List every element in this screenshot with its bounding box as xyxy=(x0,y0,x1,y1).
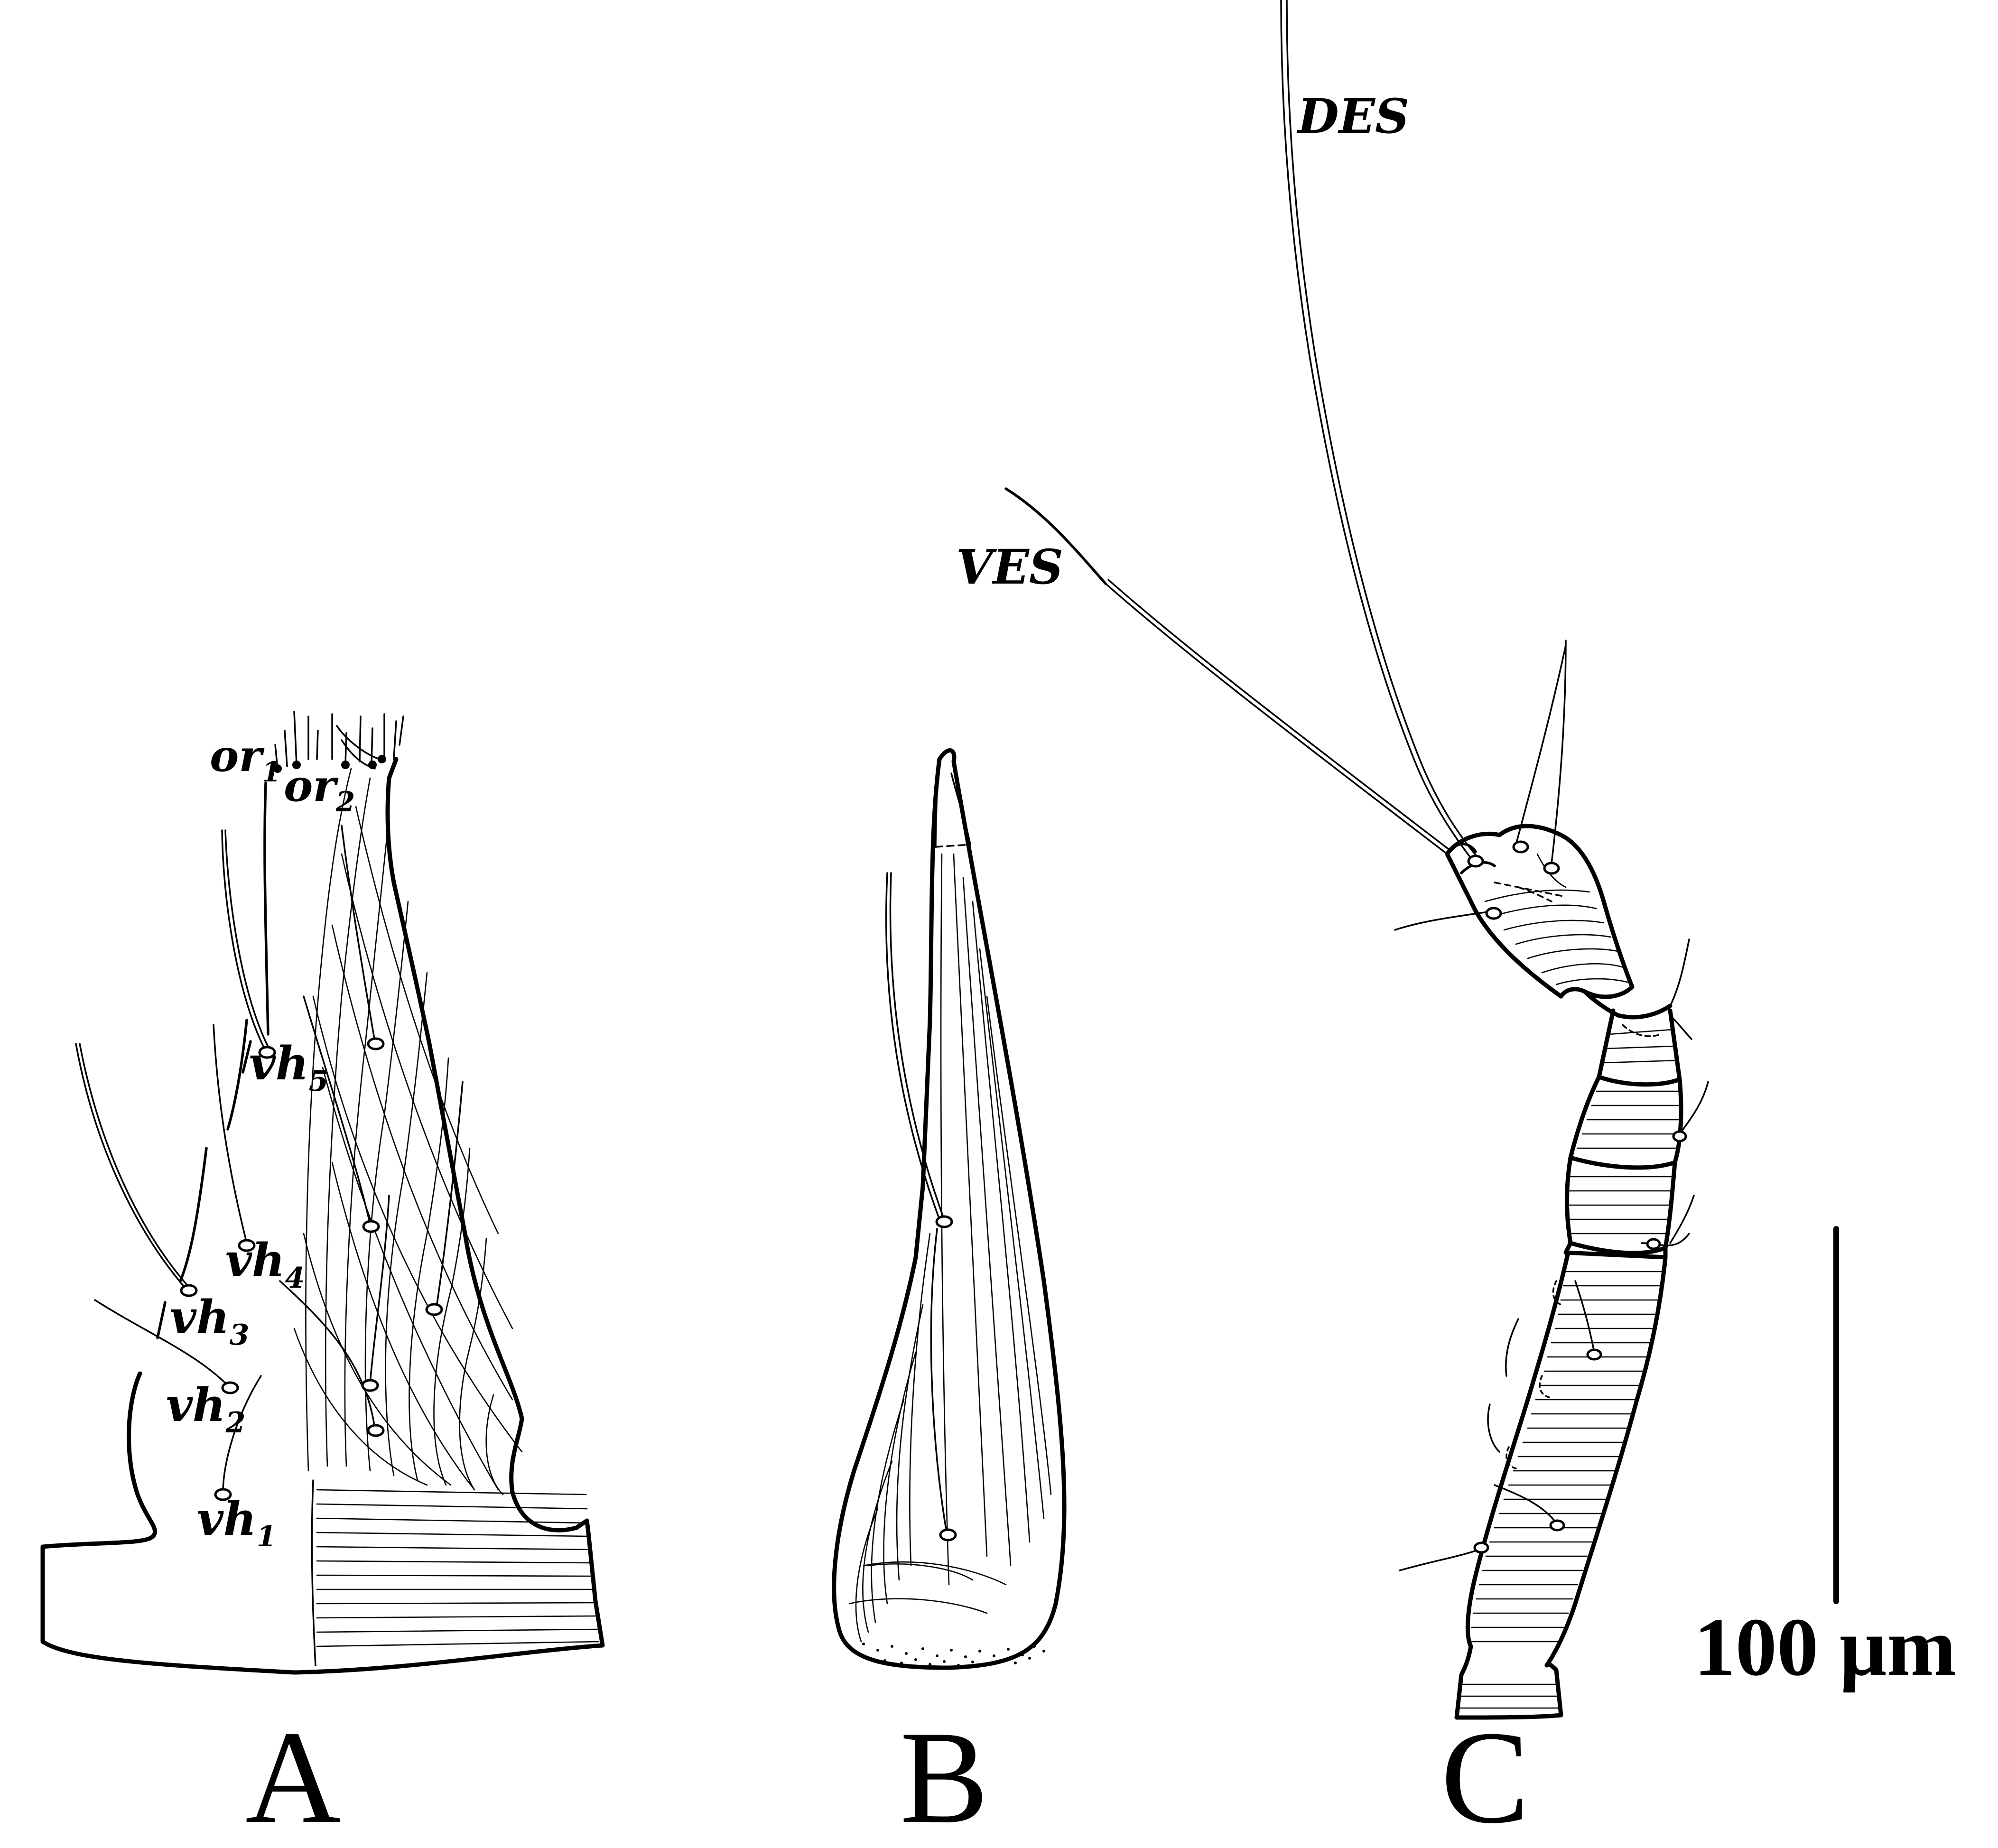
label-vh1: vh1 xyxy=(197,1492,276,1553)
label-vh2: vh2 xyxy=(166,1378,245,1439)
label-or2: or2 xyxy=(284,760,355,818)
panel-a-labels: or1 or2 vh5 vh4 vh3 vh2 vh1 xyxy=(166,730,355,1553)
panel-b-drawing xyxy=(832,748,1067,1670)
label-vh5: vh5 xyxy=(249,1037,328,1098)
label-vh4: vh4 xyxy=(225,1234,305,1295)
label-vh3: vh3 xyxy=(170,1291,249,1352)
label-ves: VES xyxy=(956,539,1063,595)
panel-letter-b: B xyxy=(900,1703,989,1848)
label-or1: or1 xyxy=(210,730,281,788)
scale-bar-label: 100 µm xyxy=(1694,1601,1956,1693)
panel-c-drawing xyxy=(1004,0,1709,1720)
panel-letter-a: A xyxy=(245,1703,341,1848)
panel-a-drawing xyxy=(40,711,605,1675)
panel-letter-c: C xyxy=(1441,1703,1530,1848)
label-des: DES xyxy=(1296,88,1409,144)
